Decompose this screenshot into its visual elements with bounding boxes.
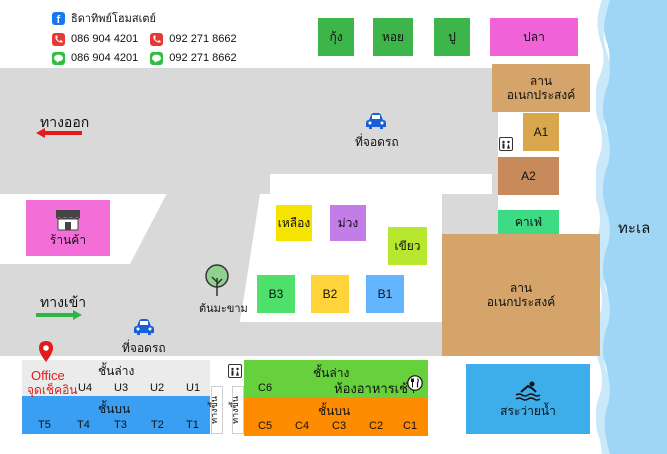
entrance-arrow-icon bbox=[36, 310, 82, 320]
unit-c4: C4 bbox=[295, 420, 310, 432]
stall-fish: ปลา bbox=[490, 18, 578, 56]
unit-u4: U4 bbox=[78, 382, 93, 394]
contact-block: f ธิดาทิพย์โฮมสเตย์ 086 904 4201 092 271… bbox=[52, 10, 252, 66]
building-t-upper bbox=[22, 396, 210, 434]
car-icon bbox=[366, 113, 386, 129]
room-b1: B1 bbox=[366, 275, 404, 313]
event-lawn-bottom: ลาน อเนกประสงค์ bbox=[442, 234, 600, 356]
lower-road bbox=[0, 174, 492, 356]
stairs-left: ทางขึ้น bbox=[209, 386, 223, 434]
stall-shellfish: หอย bbox=[373, 18, 413, 56]
shop: ร้านค้า bbox=[26, 200, 110, 256]
room-b3: B3 bbox=[257, 275, 295, 313]
building-c-upper bbox=[244, 398, 428, 436]
room-a1: A1 bbox=[523, 113, 559, 151]
room-green: เขียว bbox=[388, 227, 427, 265]
unit-c1: C1 bbox=[403, 420, 418, 432]
entrance-label: ทางเข้า bbox=[40, 294, 87, 310]
unit-t1: T1 bbox=[186, 419, 199, 431]
dining-icon bbox=[407, 375, 423, 391]
stall-crab: ปู bbox=[434, 18, 470, 56]
tree-label: ต้นมะขาม bbox=[199, 303, 248, 315]
unit-c5: C5 bbox=[258, 420, 273, 432]
phone-icon bbox=[150, 32, 164, 46]
facebook-icon[interactable]: f bbox=[52, 11, 65, 25]
building-c-lower bbox=[244, 360, 428, 398]
line-row-1: 086 904 4201 bbox=[52, 50, 138, 66]
line-id[interactable]: 092 271 8662 bbox=[169, 52, 237, 64]
unit-t4: T4 bbox=[77, 419, 90, 431]
event-lawn-top: ลาน อเนกประสงค์ bbox=[492, 64, 590, 112]
unit-c3: C3 bbox=[332, 420, 347, 432]
line-id[interactable]: 086 904 4201 bbox=[71, 52, 139, 64]
exit-label: ทางออก bbox=[40, 114, 90, 130]
main-road bbox=[0, 68, 492, 174]
phone-number[interactable]: 086 904 4201 bbox=[71, 33, 139, 45]
cafe: คาเฟ่ bbox=[498, 210, 559, 234]
swimmer-icon bbox=[515, 381, 541, 401]
unit-t2: T2 bbox=[151, 419, 164, 431]
phone-number[interactable]: 092 271 8662 bbox=[169, 33, 237, 45]
phone-row-1: 086 904 4201 bbox=[52, 31, 138, 47]
unit-c2: C2 bbox=[369, 420, 384, 432]
unit-c6: C6 bbox=[258, 382, 273, 394]
restaurant-label: ห้องอาหารเช้า bbox=[334, 381, 416, 396]
facebook-name[interactable]: ธิดาทิพย์โฮมสเตย์ bbox=[71, 13, 156, 25]
phone-icon bbox=[52, 32, 65, 46]
restroom-icon bbox=[228, 364, 242, 378]
unit-u1: U1 bbox=[186, 382, 201, 394]
stall-shrimp: กุ้ง bbox=[318, 18, 354, 56]
right-road bbox=[492, 68, 498, 234]
facebook-row: f ธิดาทิพย์โฮมสเตย์ bbox=[52, 10, 252, 26]
exit-arrow-icon bbox=[36, 128, 82, 138]
unit-t5: T5 bbox=[38, 419, 51, 431]
building-u-lower bbox=[22, 360, 210, 396]
svg-text:f: f bbox=[57, 14, 61, 25]
checkin-label: จุดเช็คอิน bbox=[27, 383, 78, 397]
room-yellow: เหลือง bbox=[276, 205, 312, 241]
room-a2: A2 bbox=[498, 157, 559, 195]
parking-label-bottom: ที่จอดรถ bbox=[122, 341, 166, 355]
line-icon bbox=[52, 51, 65, 65]
room-b2: B2 bbox=[311, 275, 349, 313]
sea-label: ทะเล bbox=[618, 220, 651, 237]
room-purple: ม่วง bbox=[330, 205, 366, 241]
phone-row-2: 092 271 8662 bbox=[150, 31, 237, 47]
office-label[interactable]: Office bbox=[31, 368, 65, 383]
pool: สระว่ายน้ำ bbox=[466, 364, 590, 434]
unit-u2: U2 bbox=[150, 382, 165, 394]
side-road bbox=[0, 174, 177, 194]
unit-t3: T3 bbox=[114, 419, 127, 431]
restroom-icon bbox=[499, 137, 513, 151]
line-row-2: 092 271 8662 bbox=[150, 50, 237, 66]
upper-floor-label: ชั้นบน bbox=[98, 402, 131, 416]
parking-label-top: ที่จอดรถ bbox=[355, 135, 399, 149]
c-lower-floor-label: ชั้นล่าง bbox=[313, 366, 350, 380]
c-upper-floor-label: ชั้นบน bbox=[318, 404, 351, 418]
stairs-right: ทางขึ้น bbox=[230, 386, 244, 434]
unit-u3: U3 bbox=[114, 382, 129, 394]
lower-floor-label: ชั้นล่าง bbox=[98, 364, 135, 378]
car-icon bbox=[134, 319, 154, 335]
line-icon bbox=[150, 51, 164, 65]
tree-icon bbox=[205, 264, 229, 296]
shop-icon bbox=[55, 210, 81, 231]
location-pin-icon[interactable] bbox=[38, 341, 54, 363]
